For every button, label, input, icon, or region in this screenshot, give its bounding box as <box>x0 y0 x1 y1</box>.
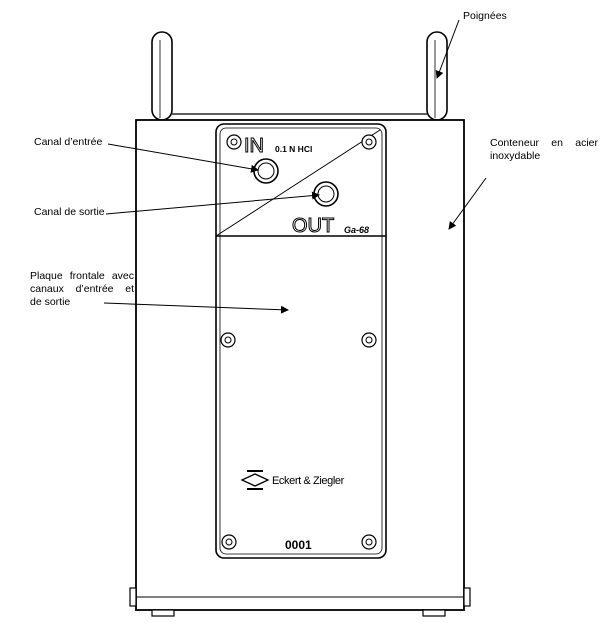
label-container: Conteneur en acier inoxydable <box>490 137 598 163</box>
inlet-port <box>253 158 279 184</box>
outlet-port <box>313 181 339 207</box>
foot-left-front <box>129 587 137 607</box>
label-outlet: Canal de sortie <box>34 206 105 218</box>
foot-left-bottom <box>151 609 175 617</box>
serial-number: 0001 <box>285 538 312 552</box>
label-faceplate: Plaque frontale avec canaux d’entrée et … <box>30 270 134 309</box>
label-faceplate-line1: Plaque frontale avec <box>30 270 134 282</box>
arrow-faceplate <box>103 302 289 314</box>
label-container-line2: inoxydable <box>490 150 541 162</box>
product-code: Ga-68 <box>344 225 369 235</box>
label-inlet: Canal d’entrée <box>34 136 103 148</box>
label-faceplate-line2: canaux d’entrée et <box>30 283 134 295</box>
screw-top-left <box>226 134 242 150</box>
screw-bottom-right <box>361 534 377 550</box>
arrow-outlet <box>105 191 320 215</box>
arrow-container <box>448 177 487 230</box>
arrow-handles <box>435 19 460 79</box>
screw-bottom-left <box>221 534 237 550</box>
screw-mid-left <box>220 332 236 348</box>
brand-name: Eckert & Ziegler <box>272 475 345 487</box>
brand-logo <box>240 470 270 490</box>
left-handle <box>151 31 173 121</box>
foot-right-front <box>463 587 471 607</box>
out-label: OUT <box>292 215 334 237</box>
label-container-line1: Conteneur en acier <box>490 137 598 149</box>
in-label: IN <box>244 135 264 157</box>
foot-right-bottom <box>422 609 446 617</box>
label-faceplate-line3: de sortie <box>30 296 71 308</box>
right-handle <box>426 31 448 121</box>
screw-top-right <box>361 134 377 150</box>
in-sublabel: 0.1 N HCl <box>275 144 312 154</box>
screw-mid-right <box>361 332 377 348</box>
front-plate <box>215 123 387 559</box>
arrow-inlet <box>107 143 259 173</box>
label-handles: Poignées <box>463 10 507 22</box>
